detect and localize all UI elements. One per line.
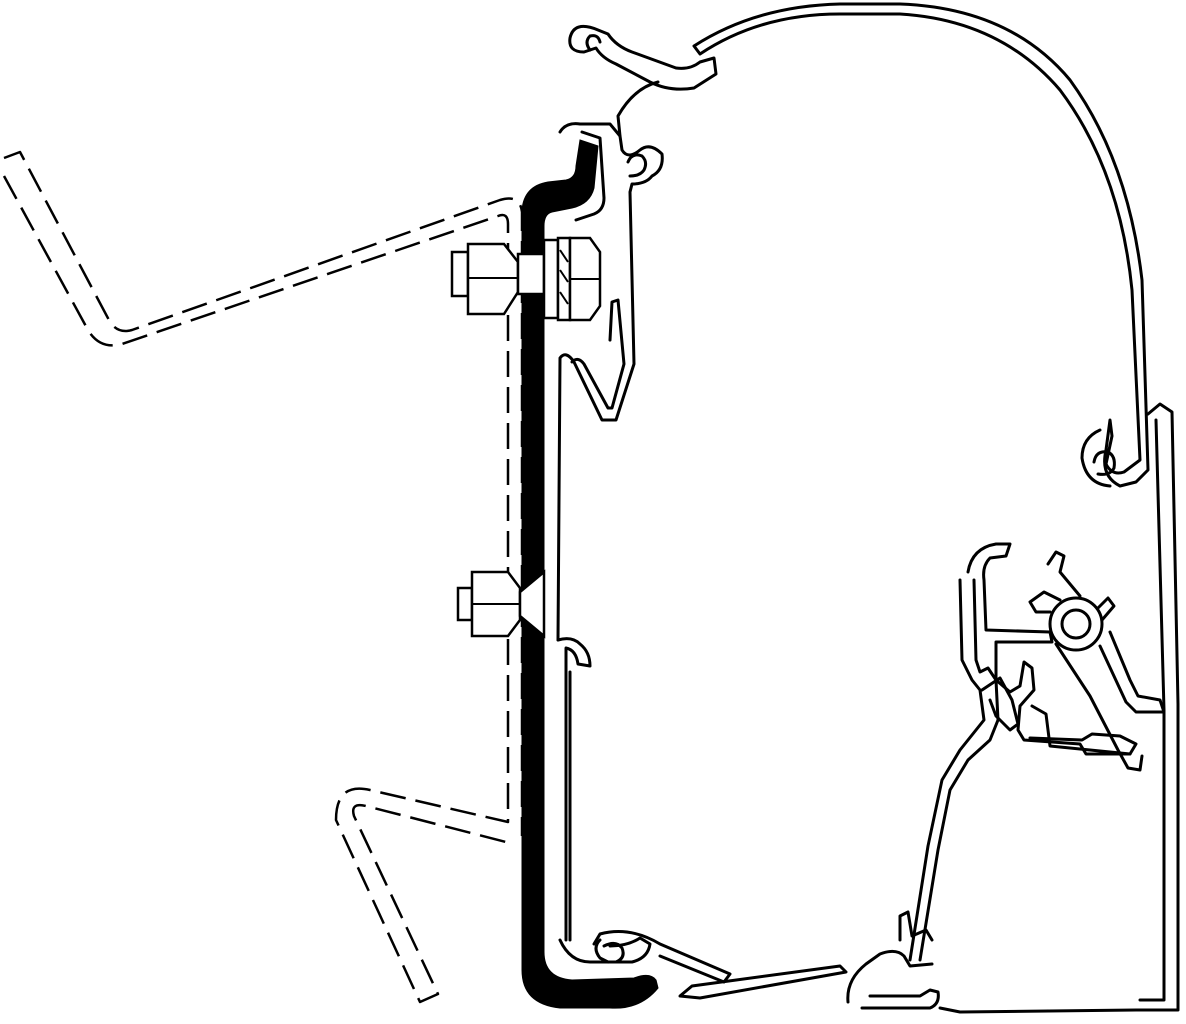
awning-rail-profile <box>556 2 1180 1014</box>
adapter-plate <box>521 139 659 1009</box>
upper-washer <box>542 238 560 320</box>
lower-bolt-shank-end <box>456 586 474 622</box>
inner-vertical-arm <box>918 578 1000 962</box>
outer-housing-curve <box>692 2 1150 488</box>
lower-bolt-assembly <box>456 569 546 639</box>
left-inner-wall <box>558 80 660 138</box>
upper-bolt-spacer <box>516 252 546 296</box>
countersunk-bolt-head <box>518 569 546 639</box>
roller-tube-hub <box>1048 596 1104 652</box>
profile-bottom <box>558 936 652 964</box>
right-wall <box>938 402 1180 1014</box>
upper-bolt-shank-end <box>450 250 470 298</box>
vehicle-rail-dashed-profile <box>2 150 524 1004</box>
inner-mechanism-arm <box>966 542 1138 756</box>
upper-bolt-assembly <box>450 236 602 322</box>
